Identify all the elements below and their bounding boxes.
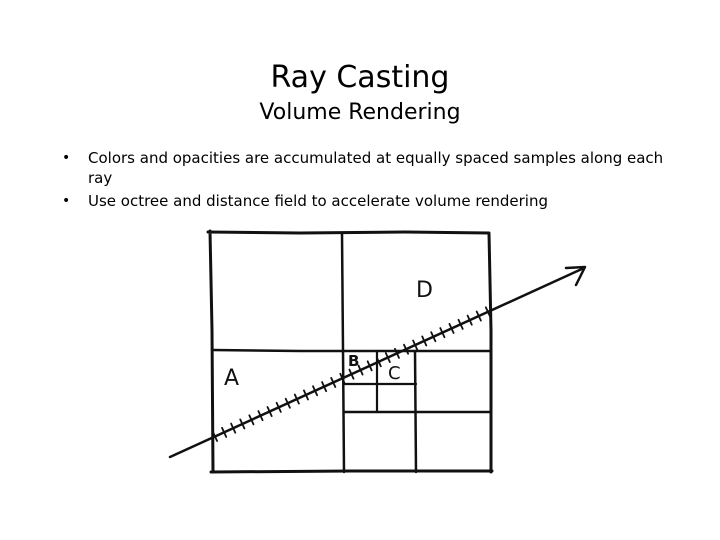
ray-sample-tick bbox=[348, 368, 355, 380]
ray-sample-tick bbox=[366, 360, 373, 372]
ray-sample-tick bbox=[339, 372, 346, 384]
ray-sample-tick bbox=[284, 397, 291, 409]
bullet-dot-icon: • bbox=[62, 193, 71, 209]
ray-sample-tick bbox=[275, 401, 282, 413]
ray-sample-tick bbox=[221, 426, 228, 438]
slide-subtitle: Volume Rendering bbox=[259, 100, 461, 125]
bullet-text: Use octree and distance field to acceler… bbox=[88, 192, 549, 210]
ray-sample-tick bbox=[239, 418, 246, 430]
octree-split-vertical bbox=[340, 231, 346, 474]
slide-title: Ray Casting bbox=[270, 60, 450, 95]
ray-sample-tick bbox=[230, 422, 237, 434]
ray-sample-tick bbox=[293, 393, 300, 405]
bullet-text: Colors and opacities are accumulated at … bbox=[88, 149, 664, 187]
bullet-item: • Colors and opacities are accumulated a… bbox=[62, 148, 682, 188]
ray-sample-tick bbox=[257, 410, 264, 422]
volume-outline bbox=[206, 229, 494, 474]
ray-sample-tick bbox=[412, 339, 419, 351]
ray-sample-tick bbox=[421, 335, 428, 347]
ray-sample-tick bbox=[475, 310, 482, 322]
cell-label-d: D bbox=[416, 278, 433, 303]
bullet-list: • Colors and opacities are accumulated a… bbox=[62, 148, 682, 214]
cell-label-c: C bbox=[388, 363, 401, 384]
ray-sample-tick bbox=[312, 385, 319, 397]
ray-sample-tick bbox=[211, 430, 219, 442]
ray-sample-tick bbox=[430, 331, 437, 343]
ray-sample-tick bbox=[448, 322, 455, 334]
ray-sample-tick bbox=[321, 381, 328, 393]
ray-sample-tick bbox=[266, 406, 273, 418]
ray-sample-tick bbox=[466, 314, 473, 326]
bullet-dot-icon: • bbox=[62, 150, 71, 166]
ray-sample-tick bbox=[393, 347, 400, 359]
ray-line bbox=[168, 266, 586, 459]
ray-sample-tick bbox=[439, 327, 446, 339]
ray-sample-tick bbox=[330, 376, 337, 388]
ray-sample-tick bbox=[484, 306, 491, 318]
ray-sample-tick bbox=[375, 356, 382, 368]
cell-label-a: A bbox=[224, 366, 239, 391]
ray-sample-tick bbox=[457, 318, 464, 330]
ray-sample-tick bbox=[248, 414, 255, 426]
ray-sample-tick bbox=[403, 343, 410, 355]
bullet-item: • Use octree and distance field to accel… bbox=[62, 191, 682, 211]
ray-sample-ticks bbox=[211, 306, 491, 442]
cell-label-b: B bbox=[348, 352, 359, 370]
ray-sample-tick bbox=[302, 389, 309, 401]
ray-sample-tick bbox=[384, 352, 391, 364]
ray-sample-tick bbox=[357, 364, 364, 376]
ray-arrowhead-icon bbox=[564, 265, 587, 287]
octree-split-horizontal bbox=[210, 348, 492, 353]
